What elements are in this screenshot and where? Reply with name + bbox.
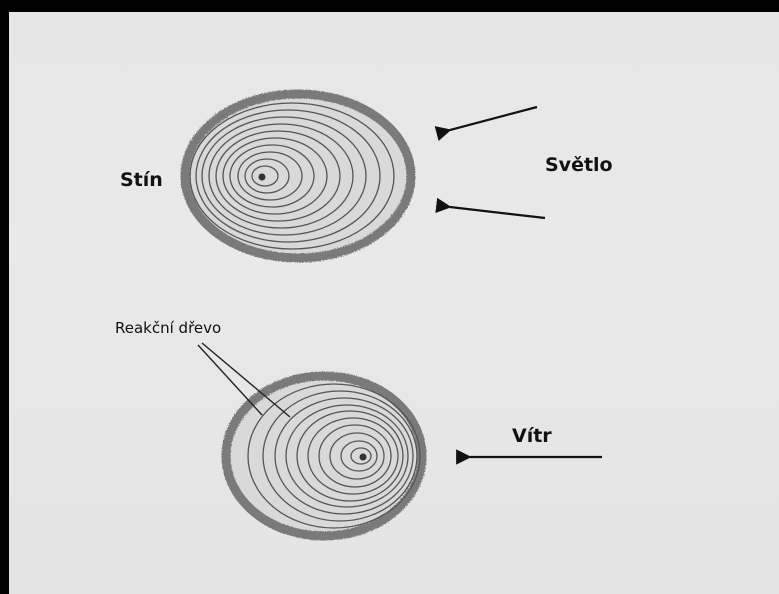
label-wind: Vítr — [512, 425, 552, 447]
arrow-left-icon — [450, 207, 545, 218]
label-reaction-wood: Reakční dřevo — [115, 319, 221, 337]
top-cross-section — [185, 94, 411, 258]
arrow-left-icon — [450, 107, 537, 130]
label-shade: Stín — [120, 169, 163, 191]
pith-top — [259, 174, 266, 181]
label-light: Světlo — [545, 154, 613, 176]
pith-bottom — [360, 454, 367, 461]
bottom-cross-section — [226, 376, 422, 536]
